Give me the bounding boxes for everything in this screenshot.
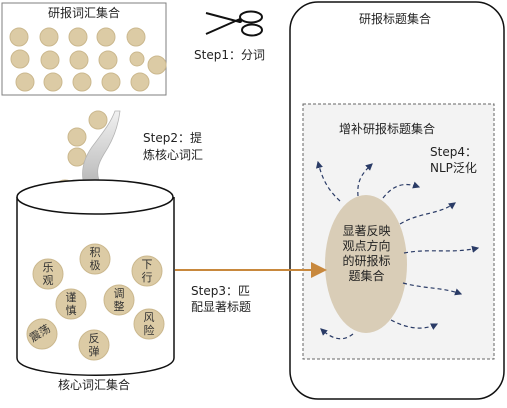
expansion-arrow	[357, 163, 373, 197]
word-ball-3	[131, 255, 163, 287]
step3-label-line2: 配显著标题	[191, 300, 252, 314]
core-word-1: 乐 观	[42, 261, 54, 287]
falling-ball	[67, 127, 87, 147]
expanded-title-set-title: 增补研报标题集合	[339, 122, 436, 136]
core-vocab-title: 核心词汇集合	[58, 378, 131, 392]
step1-label: Step1：分词	[194, 48, 265, 62]
expansion-arrow	[390, 319, 439, 330]
expansion-arrow	[315, 160, 341, 202]
core-word-4: 谨 慎	[65, 291, 77, 317]
nlp-expansion-arrows	[315, 160, 480, 340]
word-ball-2	[79, 243, 111, 275]
word-ball-1	[32, 258, 64, 290]
vocab-ball	[101, 72, 121, 92]
core-word-balls	[26, 243, 165, 361]
expansion-arrow	[382, 181, 421, 199]
expansion-arrow	[402, 282, 463, 296]
word-ball-4	[55, 288, 87, 320]
vocab-ball	[96, 27, 116, 47]
title-set-title: 研报标题集合	[359, 12, 432, 26]
falling-ball	[67, 147, 87, 167]
step2-label-line1: Step2：提	[143, 131, 202, 145]
word-ball-5	[103, 284, 135, 316]
vocab-ball	[129, 51, 145, 67]
vocab-ball	[43, 72, 63, 92]
core-word-8: 反 弹	[88, 332, 100, 358]
vocab-ball	[69, 50, 89, 70]
vocab-box-title: 研报词汇集合	[48, 6, 121, 20]
vocab-ball	[10, 49, 30, 69]
step4-label-line2: NLP泛化	[430, 161, 477, 175]
salient-title-ellipse	[325, 195, 407, 333]
vocab-ball	[98, 50, 118, 70]
vocab-ball	[15, 72, 35, 92]
word-ball-6	[133, 308, 165, 340]
step2-label-line2: 炼核心词汇	[143, 148, 204, 162]
expansion-arrow	[399, 202, 456, 225]
vocab-ball	[130, 72, 150, 92]
core-vocab-cylinder-top	[16, 179, 174, 215]
vocab-ball	[39, 27, 59, 47]
vocab-ball	[147, 55, 167, 75]
expansion-arrow	[403, 245, 480, 254]
core-word-5: 调 整	[113, 287, 125, 313]
vocab-ball	[126, 27, 146, 47]
word-ball-7	[26, 318, 58, 350]
vocab-ball	[9, 27, 29, 47]
falling-ball	[88, 110, 108, 130]
core-word-3: 下 行	[141, 258, 153, 284]
vocab-ball	[40, 50, 60, 70]
salient-title-center-text: 显著反映观点方向的研报标题集合	[342, 224, 391, 283]
scissors-icon	[205, 10, 263, 37]
expansion-arrow	[320, 328, 354, 340]
core-word-6: 风 险	[143, 311, 155, 337]
core-word-2: 积 极	[89, 246, 101, 272]
word-ball-8	[78, 329, 110, 361]
vocab-ball	[68, 27, 88, 47]
vocab-ball	[72, 72, 92, 92]
vocab-ball-cloud	[9, 27, 167, 92]
step4-label-line1: Step4：	[430, 145, 477, 159]
step3-label-line1: Step3：匹	[191, 284, 250, 298]
